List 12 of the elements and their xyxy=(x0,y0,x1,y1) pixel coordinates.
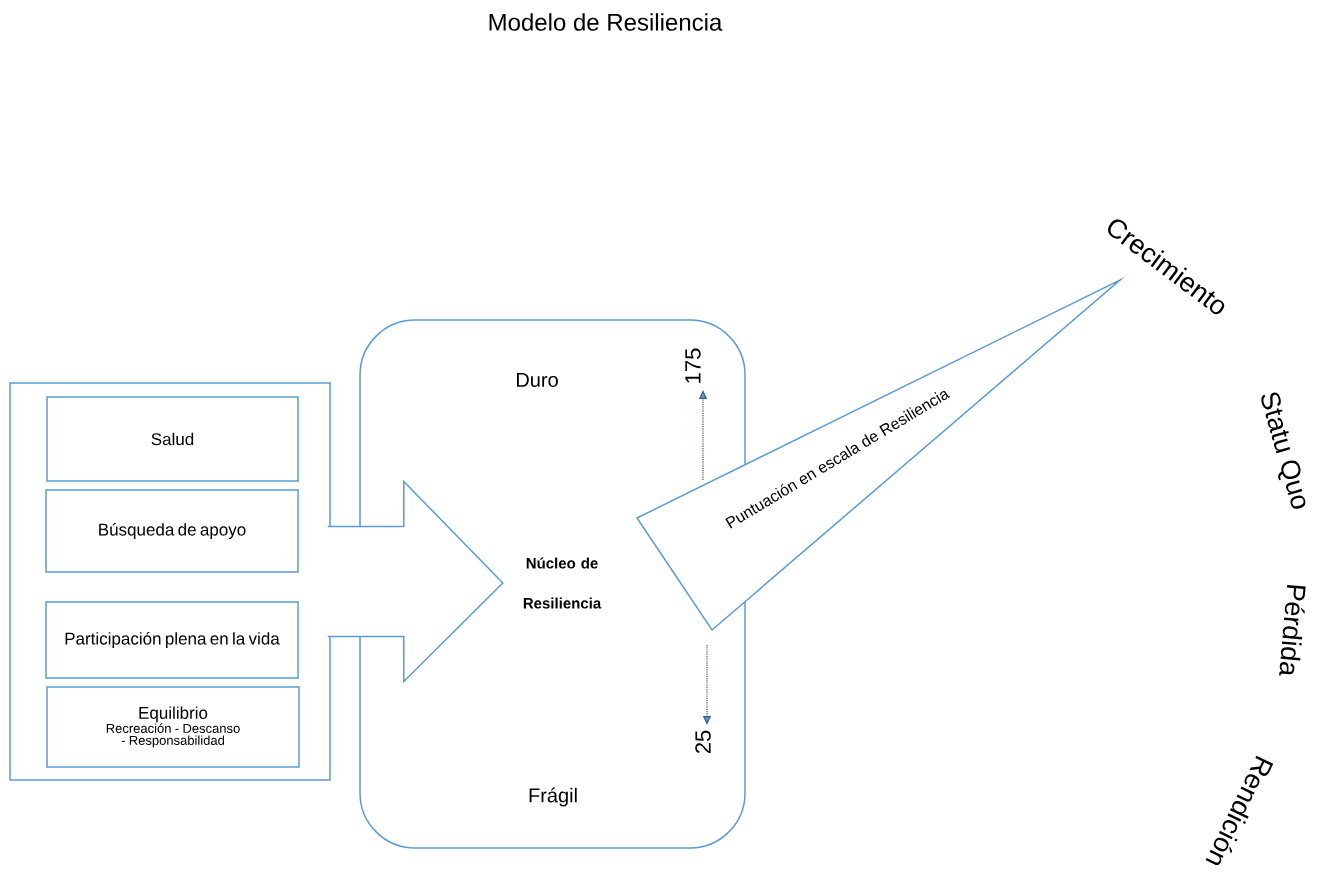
title: Modelo de Resiliencia xyxy=(489,13,723,31)
factor-box: Salud xyxy=(46,396,299,482)
block-arrow xyxy=(327,479,504,684)
scale-value: 25 xyxy=(695,730,711,754)
group-frame xyxy=(9,382,331,781)
core-label: Núcleo de Resiliencia xyxy=(523,557,602,609)
factor-box: Equilibrio Recreación - Descanso - Responsabilidad xyxy=(46,686,300,768)
factor-box: Participación plena en la vida xyxy=(45,601,299,679)
scale-value: 175 xyxy=(685,348,701,383)
outcome-label: Statu Quo xyxy=(1261,392,1306,509)
factor-box: Búsqueda de apoyo xyxy=(45,489,299,573)
outcome-label: Pérdida xyxy=(1279,585,1306,676)
